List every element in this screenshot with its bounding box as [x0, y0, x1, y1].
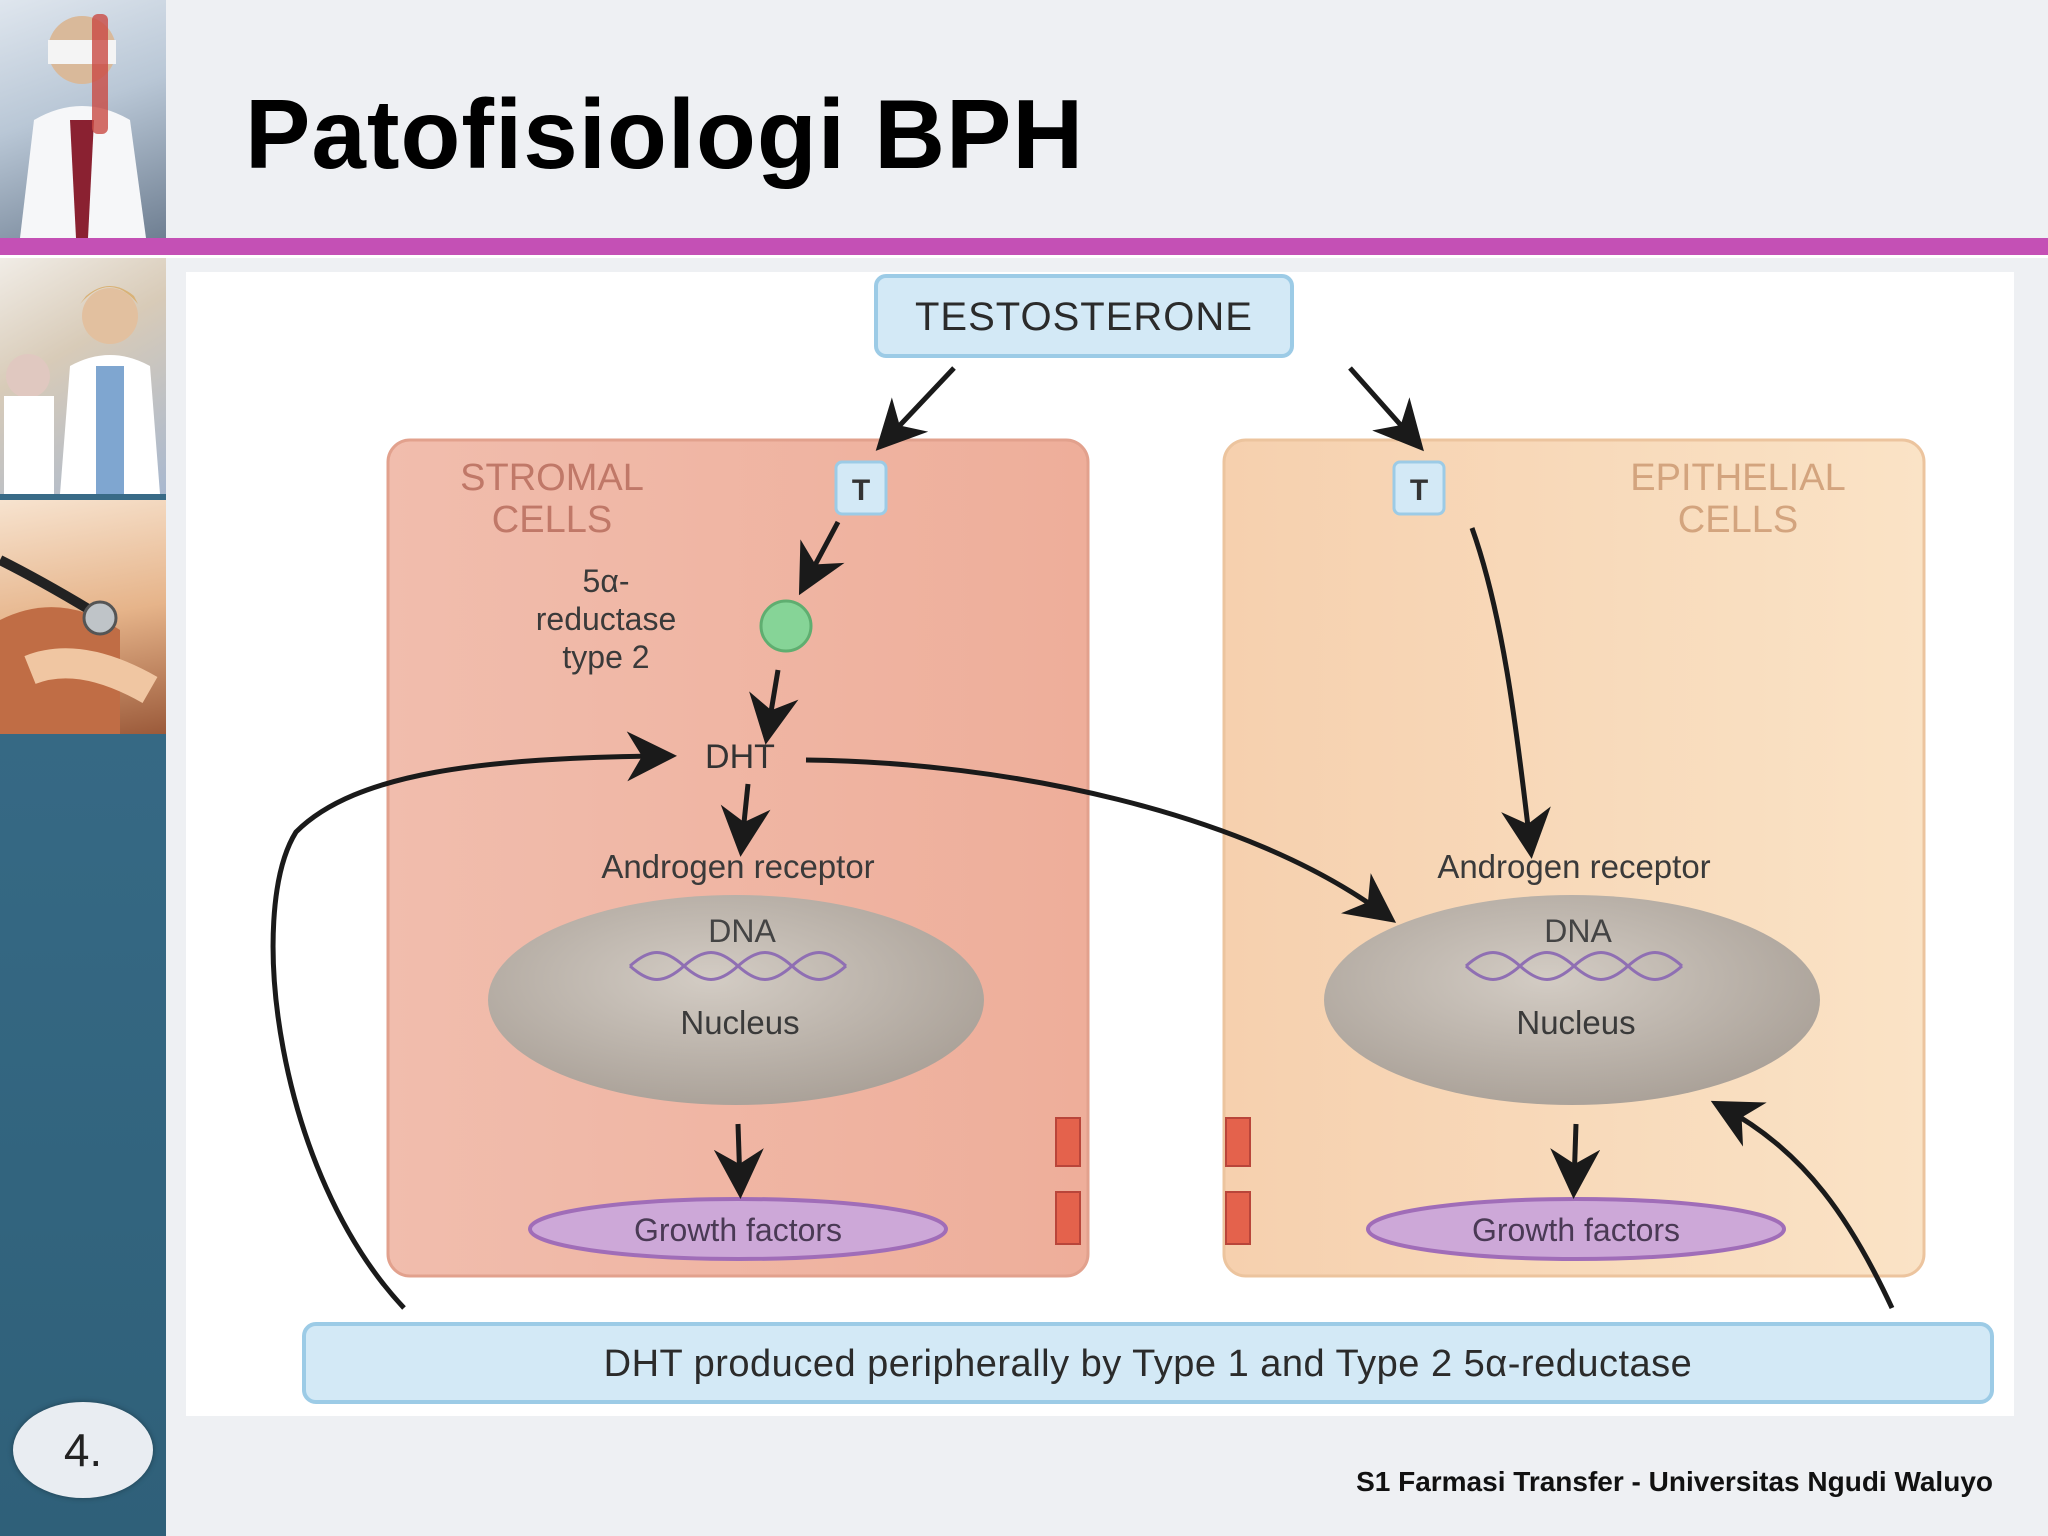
arrow-t-to-enzyme	[798, 520, 845, 596]
doctor-photo	[0, 0, 166, 238]
epithelial-growth-factors	[1366, 1197, 1786, 1261]
epithelial-growth-factors-label: Growth factors	[1472, 1212, 1680, 1248]
peripheral-dht-label: DHT produced peripherally by Type 1 and …	[604, 1343, 1693, 1385]
epithelial-nucleus-label: Nucleus	[1516, 1004, 1635, 1041]
stromal-nucleus-label: Nucleus	[680, 1004, 799, 1041]
5a-reductase-enzyme	[759, 599, 813, 653]
arrow-epithelial-nucleus-to-growth	[1550, 1123, 1601, 1199]
stromal-dna-helix	[628, 951, 848, 981]
nurse-photo	[0, 256, 166, 494]
epithelial-t-box	[1392, 460, 1446, 516]
epithelial-t-label: T	[1410, 474, 1428, 507]
stromal-growth-factors	[528, 1197, 948, 1261]
peripheral-dht-box	[302, 1322, 1994, 1404]
stethoscope-photo	[0, 500, 166, 734]
membrane-channel	[1225, 1117, 1251, 1167]
arrow-stromal-nucleus-to-growth	[713, 1123, 764, 1199]
slide-number: 4.	[63, 1424, 103, 1476]
epithelial-dna-label: DNA	[1544, 913, 1612, 949]
stromal-t-label: T	[852, 474, 870, 507]
bph-pathophysiology-diagram: TESTOSTERONE STROMAL CELLS EPITHELIAL CE…	[186, 272, 2014, 1416]
stromal-nucleus	[488, 895, 984, 1105]
arrow-enzyme-to-dht	[749, 669, 799, 745]
title-divider-highlight	[0, 255, 2048, 258]
epithelial-receptor-label: Androgen receptor	[1437, 848, 1710, 885]
stromal-dna-label: DNA	[708, 913, 776, 949]
left-sidebar: 4.	[0, 0, 166, 1536]
epithelial-dna-helix	[1464, 951, 1684, 981]
footer-institution: S1 Farmasi Transfer - Universitas Ngudi …	[1356, 1466, 1993, 1497]
stromal-title-line1: STROMAL	[460, 457, 644, 499]
stromal-receptor-label: Androgen receptor	[601, 848, 874, 885]
epithelial-title-line1: EPITHELIAL	[1630, 457, 1845, 499]
enzyme-label-line2: reductase	[536, 601, 677, 637]
arrow-epithelial-t-to-receptor	[1469, 527, 1551, 859]
dht-label: DHT	[705, 738, 775, 776]
slide-number-badge: 4.	[13, 1402, 153, 1498]
enzyme-label-line3: type 2	[562, 639, 649, 675]
arrow-dht-to-receptor	[720, 783, 771, 857]
arrow-peripheral-to-epithelial-nucleus	[1710, 1100, 1895, 1310]
stromal-t-box	[834, 460, 888, 516]
arrow-peripheral-to-stromal-dht	[270, 731, 677, 1310]
arrow-testosterone-to-stromal	[875, 366, 956, 451]
membrane-channel	[1055, 1117, 1081, 1167]
epithelial-nucleus	[1324, 895, 1820, 1105]
slide-title: Patofisiologi BPH	[245, 79, 1085, 189]
arrow-testosterone-to-epithelial	[1348, 366, 1424, 452]
title-divider	[0, 238, 2048, 255]
testosterone-label: TESTOSTERONE	[915, 295, 1253, 339]
membrane-channel	[1055, 1191, 1081, 1245]
stromal-growth-factors-label: Growth factors	[634, 1212, 842, 1248]
epithelial-title-line2: CELLS	[1678, 499, 1798, 541]
enzyme-label-line1: 5α-	[583, 563, 630, 599]
stromal-title-line2: CELLS	[492, 499, 612, 541]
arrow-dht-to-epithelial	[805, 757, 1397, 923]
testosterone-box	[874, 274, 1294, 358]
membrane-channel	[1225, 1191, 1251, 1245]
